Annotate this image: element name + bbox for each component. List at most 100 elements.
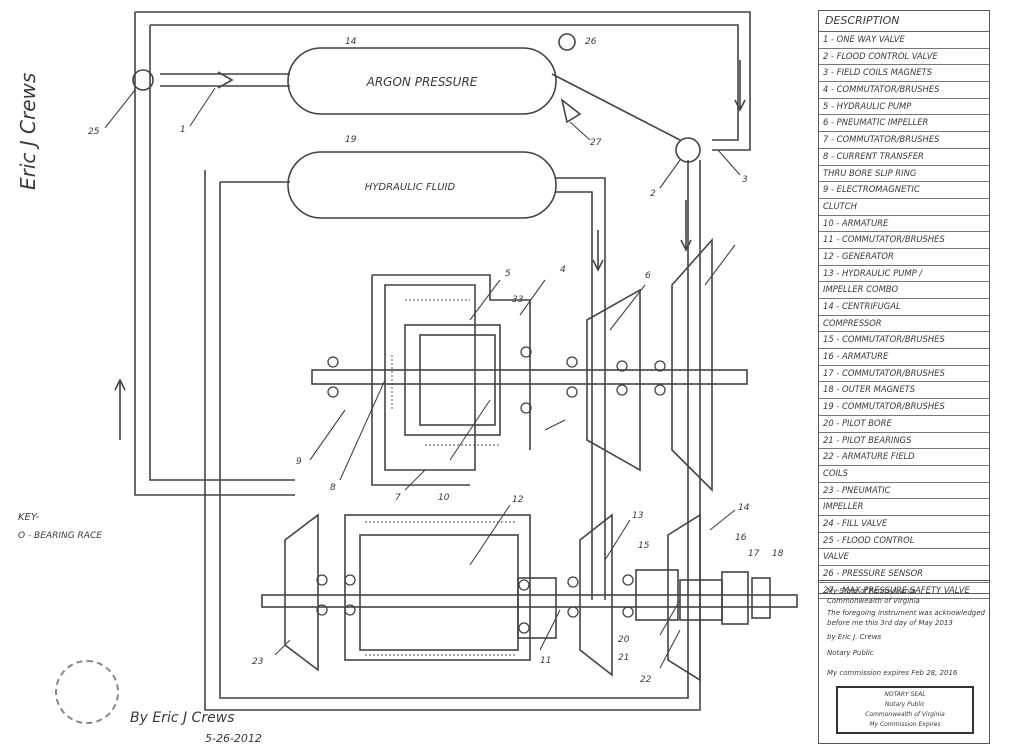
callout-3: 3 bbox=[742, 175, 748, 185]
notary-stamp: NOTARY SEAL Notary Public Commonwealth o… bbox=[836, 686, 974, 734]
stamp-line: Notary Public bbox=[885, 701, 925, 708]
legend-row: 1 - ONE WAY VALVE bbox=[819, 32, 989, 49]
legend-row: 10 - ARMATURE bbox=[819, 216, 989, 233]
stamp-line: NOTARY SEAL bbox=[884, 691, 926, 698]
callout-10: 10 bbox=[438, 493, 450, 503]
legend-row: 4 - COMMUTATOR/BRUSHES bbox=[819, 82, 989, 99]
notary-line: My commission expires Feb 28, 2016 bbox=[827, 669, 958, 677]
legend-row: 27 - MAX PRESSURE SAFETY VALVE bbox=[819, 583, 989, 600]
notary-line: The foregoing instrument was acknowledge… bbox=[827, 609, 985, 617]
hydraulic-tank-label: HYDRAULIC FLUID bbox=[365, 182, 456, 193]
legend-row: 19 - COMMUTATOR/BRUSHES bbox=[819, 399, 989, 416]
legend-row: 24 - FILL VALVE bbox=[819, 516, 989, 533]
callout-26: 26 bbox=[585, 37, 597, 47]
impeller-14 bbox=[667, 513, 701, 682]
pressure-sensor-26 bbox=[558, 33, 576, 51]
valve-1 bbox=[217, 71, 234, 89]
callout-18: 18 bbox=[772, 549, 784, 559]
impeller-23 bbox=[284, 513, 319, 672]
legend-row: 12 - GENERATOR bbox=[819, 249, 989, 266]
notary-line: Notary Public bbox=[827, 649, 874, 657]
callout-5: 5 bbox=[505, 269, 511, 279]
legend-row: 7 - COMMUTATOR/BRUSHES bbox=[819, 132, 989, 149]
description-legend: DESCRIPTION 1 - ONE WAY VALVE 2 - FLOOD … bbox=[818, 10, 990, 600]
callout-1: 1 bbox=[180, 125, 186, 135]
callout-4: 4 bbox=[560, 265, 566, 275]
notary-line: Commonwealth of Virginia bbox=[827, 597, 920, 605]
legend-row: 6 - PNEUMATIC IMPELLER bbox=[819, 115, 989, 133]
notary-block: My State of Pennsylvania Commonwealth of… bbox=[818, 580, 990, 744]
bottom-signature: By Eric J Crews bbox=[130, 710, 234, 726]
key-legend: KEY- O - BEARING RACE bbox=[18, 512, 102, 541]
callout-20: 20 bbox=[618, 635, 630, 645]
signature-date: 5-26-2012 bbox=[205, 732, 262, 745]
legend-row: IMPELLER COMBO bbox=[819, 282, 989, 299]
callout-9: 9 bbox=[296, 457, 302, 467]
valve-2 bbox=[675, 137, 701, 163]
callout-22: 22 bbox=[640, 675, 652, 685]
legend-row: 14 - CENTRIFUGAL bbox=[819, 299, 989, 316]
callout-8: 8 bbox=[330, 483, 336, 493]
legend-row: 22 - ARMATURE FIELD bbox=[819, 449, 989, 466]
callout-17: 17 bbox=[748, 549, 760, 559]
legend-row: 13 - HYDRAULIC PUMP / bbox=[819, 266, 989, 283]
legend-row: 25 - FLOOD CONTROL bbox=[819, 533, 989, 550]
legend-row: THRU BORE SLIP RING bbox=[819, 166, 989, 183]
callout-2: 2 bbox=[650, 189, 656, 199]
legend-row: 8 - CURRENT TRANSFER bbox=[819, 149, 989, 166]
legend-row: 21 - PILOT BEARINGS bbox=[819, 433, 989, 450]
callout-6: 6 bbox=[645, 271, 651, 281]
legend-row: COILS bbox=[819, 466, 989, 483]
legend-row: COMPRESSOR bbox=[819, 316, 989, 333]
valve-25 bbox=[132, 69, 154, 91]
callout-33: 33 bbox=[512, 295, 524, 305]
notary-line: by Eric J. Crews bbox=[827, 633, 882, 641]
legend-row: IMPELLER bbox=[819, 499, 989, 516]
notary-line: before me this 3rd day of May 2013 bbox=[827, 619, 953, 627]
callout-12: 12 bbox=[512, 495, 524, 505]
key-entry: O - BEARING RACE bbox=[18, 531, 102, 541]
legend-row: 3 - FIELD COILS MAGNETS bbox=[819, 65, 989, 83]
callout-13: 13 bbox=[632, 511, 644, 521]
vertical-signature: Eric J Crews bbox=[16, 73, 40, 190]
stamp-line: My Commission Expires bbox=[869, 721, 941, 728]
legend-row: 15 - COMMUTATOR/BRUSHES bbox=[819, 332, 989, 350]
callout-11: 11 bbox=[540, 656, 551, 666]
callout-25: 25 bbox=[88, 127, 100, 137]
valve-27 bbox=[560, 97, 582, 124]
notary-line: My State of Pennsylvania bbox=[827, 587, 916, 595]
callout-19: 19 bbox=[345, 135, 357, 145]
callout-15: 15 bbox=[638, 541, 650, 551]
legend-row: CLUTCH bbox=[819, 199, 989, 216]
impeller-6 bbox=[671, 237, 713, 492]
callout-7: 7 bbox=[395, 493, 401, 503]
legend-row: 23 - PNEUMATIC bbox=[819, 483, 989, 500]
callout-14: 14 bbox=[345, 37, 357, 47]
hydraulic-tank bbox=[287, 151, 557, 219]
legend-row: 26 - PRESSURE SENSOR bbox=[819, 566, 989, 583]
generator-12 bbox=[344, 514, 531, 661]
callout-23: 23 bbox=[252, 657, 264, 667]
legend-title: DESCRIPTION bbox=[819, 11, 989, 32]
legend-row: 17 - COMMUTATOR/BRUSHES bbox=[819, 366, 989, 383]
outer-pipe-loop bbox=[135, 11, 751, 151]
stamp-line: Commonwealth of Virginia bbox=[865, 711, 945, 718]
impeller-5 bbox=[586, 288, 641, 472]
impeller-13 bbox=[579, 513, 613, 677]
legend-row: 18 - OUTER MAGNETS bbox=[819, 382, 989, 400]
inner-pipe-loop bbox=[204, 160, 701, 711]
argon-tank bbox=[287, 47, 557, 115]
legend-row: 2 - FLOOD CONTROL VALVE bbox=[819, 49, 989, 66]
legend-row: 11 - COMMUTATOR/BRUSHES bbox=[819, 232, 989, 249]
callout-27: 27 bbox=[590, 138, 602, 148]
argon-tank-label: ARGON PRESSURE bbox=[366, 75, 478, 89]
legend-row: 20 - PILOT BORE bbox=[819, 416, 989, 433]
legend-row: VALVE bbox=[819, 549, 989, 566]
callout-21: 21 bbox=[618, 653, 629, 663]
legend-row: 16 - ARMATURE bbox=[819, 349, 989, 366]
legend-row: 5 - HYDRAULIC PUMP bbox=[819, 99, 989, 116]
callout-16: 16 bbox=[735, 533, 747, 543]
legend-row: 9 - ELECTROMAGNETIC bbox=[819, 182, 989, 199]
notary-seal-emblem bbox=[55, 660, 119, 724]
